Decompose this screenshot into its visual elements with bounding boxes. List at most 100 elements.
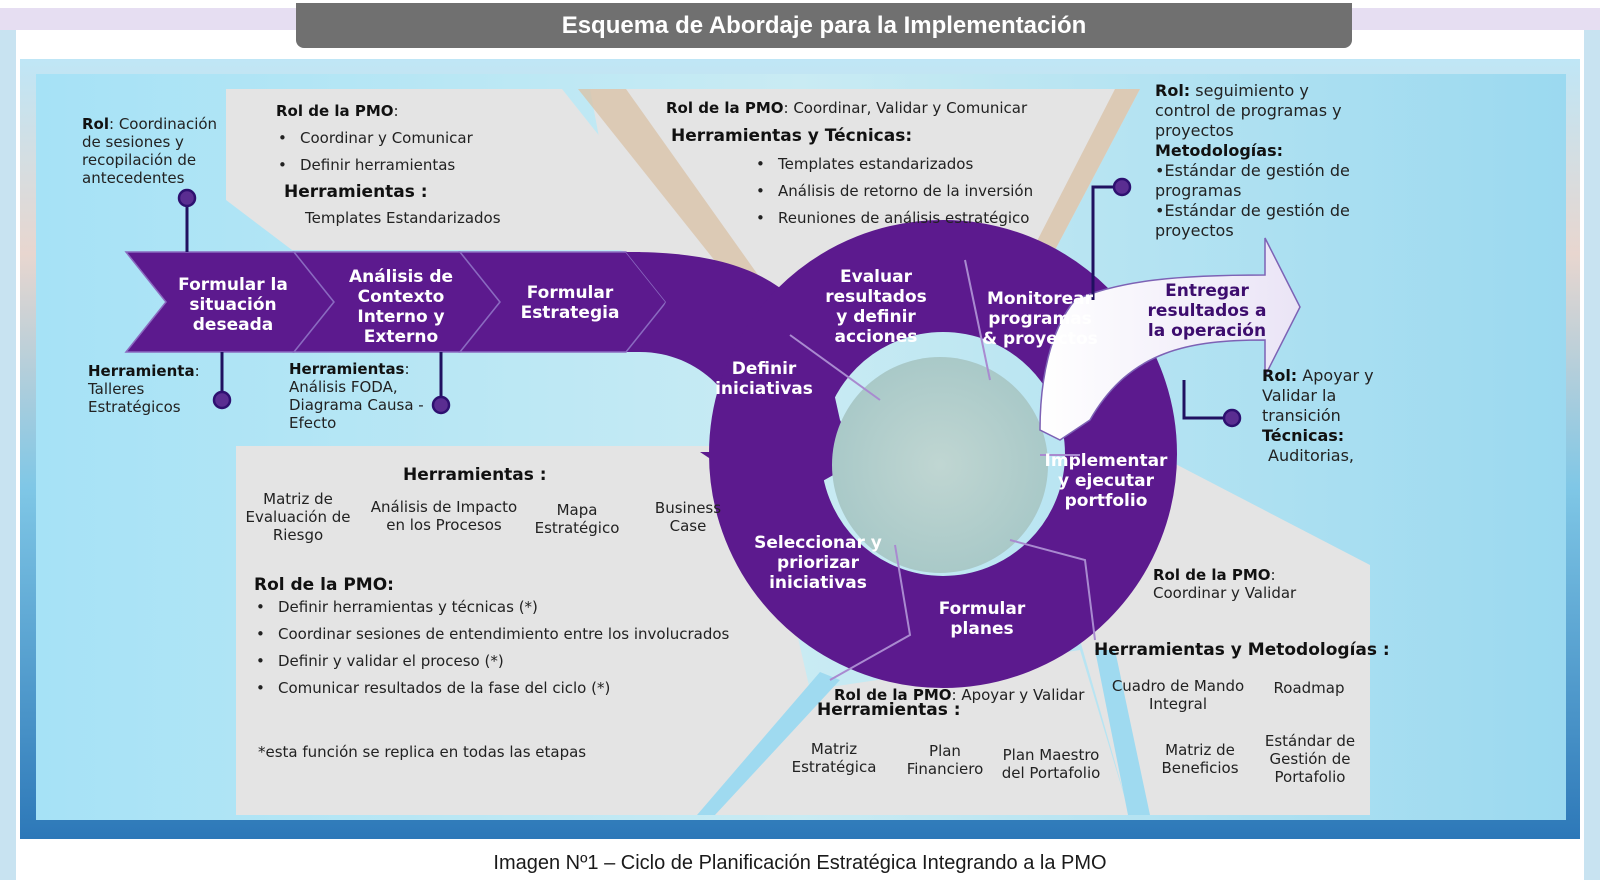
tool-line: Análisis de Impacto [371, 498, 517, 516]
panel1-colon: : [394, 102, 399, 120]
panel6-herramientas-heading: Herramientas : [817, 701, 961, 719]
tool-line: Cuadro de Mando [1112, 677, 1244, 695]
panel5-item: Definir y validar el proceso (*) [254, 652, 729, 670]
note-foda-line-2: Diagrama Causa - [289, 396, 424, 414]
panel5-item: Coordinar sesiones de entendimiento entr… [254, 625, 729, 643]
note-foda-line-3: Efecto [289, 414, 336, 432]
panel3-item: programas [1155, 181, 1241, 200]
figure-caption: Imagen Nº1 – Ciclo de Planificación Estr… [0, 852, 1600, 875]
panel-analisis: Rol de la PMO: Coordinar y Comunicar Def… [276, 102, 501, 227]
note-talleres-colon: : [195, 362, 200, 380]
panel2-item: Templates estandarizados [754, 155, 1033, 173]
panel1-item: Definir herramientas [276, 156, 501, 174]
note-rol-line-2: de sesiones y [82, 133, 184, 151]
tool-line: Riesgo [273, 526, 323, 544]
tool-line: Portafolio [1275, 768, 1346, 786]
panel4-rol-line: Apoyar y [1302, 366, 1373, 385]
tool-line: Plan Maestro [1003, 746, 1100, 764]
stage-label-monitorear: Monitorearprogramas& proyectos [982, 289, 1098, 349]
panel3-rol-label: Rol: [1155, 81, 1190, 100]
panel-entregar: Rol: Apoyar y Validar la transición Técn… [1262, 366, 1374, 466]
panel7-colon: : [1271, 566, 1276, 584]
tool-line: Estándar de [1265, 732, 1355, 750]
panel4-tecnicas-label: Técnicas: [1262, 426, 1344, 445]
panel7-herramientas-heading: Herramientas y Metodologías : [1094, 641, 1390, 659]
panel7-rol-text: Coordinar y Validar [1153, 584, 1296, 602]
panel6-rol-text: : Apoyar y Validar [952, 686, 1085, 704]
panel-implementar: Rol de la PMO: Coordinar y Validar [1153, 566, 1296, 602]
tool-line: en los Procesos [386, 516, 502, 534]
tool-line: Beneficios [1161, 759, 1238, 777]
tool-line: del Portafolio [1002, 764, 1101, 782]
note-rol-line-1: : Coordinación [109, 115, 217, 133]
note-herramienta-talleres: Herramienta: Talleres Estratégicos [88, 362, 200, 416]
panel1-rol-label: Rol de la PMO [276, 102, 394, 120]
panel7-rol-label: Rol de la PMO [1153, 566, 1271, 584]
panel-seleccionar-rol: Rol de la PMO: Definir herramientas y té… [254, 576, 729, 706]
panel3-item: •Estándar de gestión de [1155, 161, 1350, 180]
note-talleres-line-1: Talleres [88, 380, 144, 398]
panel5-tool-matriz-riesgo: Matriz deEvaluación deRiesgo [243, 490, 353, 544]
tool-line: Gestión de [1270, 750, 1351, 768]
tool-line: Matriz de [263, 490, 333, 508]
panel5-rol-heading: Rol de la PMO: [254, 576, 729, 594]
tool-line: Matriz [811, 740, 857, 758]
note-herramientas-foda: Herramientas: Análisis FODA, Diagrama Ca… [289, 360, 424, 432]
note-talleres-line-2: Estratégicos [88, 398, 181, 416]
pin-monitorear [1114, 179, 1130, 195]
tool-line: Plan [929, 742, 961, 760]
pin-talleres [214, 392, 230, 408]
panel4-rol-line: transición [1262, 406, 1341, 425]
panel2-list: Templates estandarizados Análisis de ret… [754, 155, 1033, 227]
note-rol-label: Rol [82, 115, 109, 133]
stage-label-formular-planes: Formularplanes [939, 599, 1026, 639]
left-edge [0, 30, 16, 880]
tool-line: Business [655, 499, 721, 517]
panel2-rol-label: Rol de la PMO [666, 99, 784, 117]
tool-line: Roadmap [1274, 679, 1345, 697]
tool-line: Matriz de [1165, 741, 1235, 759]
panel2-herramientas-heading: Herramientas y Técnicas: [671, 127, 1033, 145]
panel4-tecnicas-text: Auditorias, [1268, 446, 1354, 465]
panel1-item: Coordinar y Comunicar [276, 129, 501, 147]
panel4-rol-line: Validar la [1262, 386, 1336, 405]
tool-line: Financiero [907, 760, 984, 778]
panel5-footnote: *esta función se replica en todas las et… [258, 743, 586, 761]
pin-entregar [1224, 410, 1240, 426]
tool-line: Mapa [557, 501, 598, 519]
tool-line: Estratégico [535, 519, 620, 537]
panel-monitorear: Rol: seguimiento y control de programas … [1155, 81, 1350, 241]
panel5-herramientas-heading: Herramientas : [403, 466, 547, 484]
panel-estrategia: Rol de la PMO: Coordinar, Validar y Comu… [666, 99, 1033, 236]
panel1-herramientas-heading: Herramientas : [284, 183, 501, 201]
right-edge [1584, 30, 1600, 880]
panel2-item: Reuniones de análisis estratégico [754, 209, 1033, 227]
panel7-tool-roadmap: Roadmap [1268, 679, 1350, 697]
pin-rol [179, 190, 195, 206]
tool-line: Estratégica [792, 758, 877, 776]
panel1-tool: Templates Estandarizados [305, 209, 501, 227]
pin-foda [433, 397, 449, 413]
note-rol-line-4: antecedentes [82, 169, 184, 187]
note-foda-colon: : [405, 360, 410, 378]
panel2-item: Análisis de retorno de la inversión [754, 182, 1033, 200]
stage-label-formular-situacion: Formular lasituacióndeseada [178, 275, 288, 335]
panel5-list: Definir herramientas y técnicas (*) Coor… [254, 598, 729, 697]
panel5-item: Definir herramientas y técnicas (*) [254, 598, 729, 616]
tool-line: Evaluación de [245, 508, 350, 526]
note-foda-line-1: Análisis FODA, [289, 378, 398, 396]
tool-line: Case [670, 517, 707, 535]
panel2-rol-text: : Coordinar, Validar y Comunicar [784, 99, 1028, 117]
page-title: Esquema de Abordaje para la Implementaci… [296, 3, 1352, 48]
panel3-item: proyectos [1155, 221, 1234, 240]
